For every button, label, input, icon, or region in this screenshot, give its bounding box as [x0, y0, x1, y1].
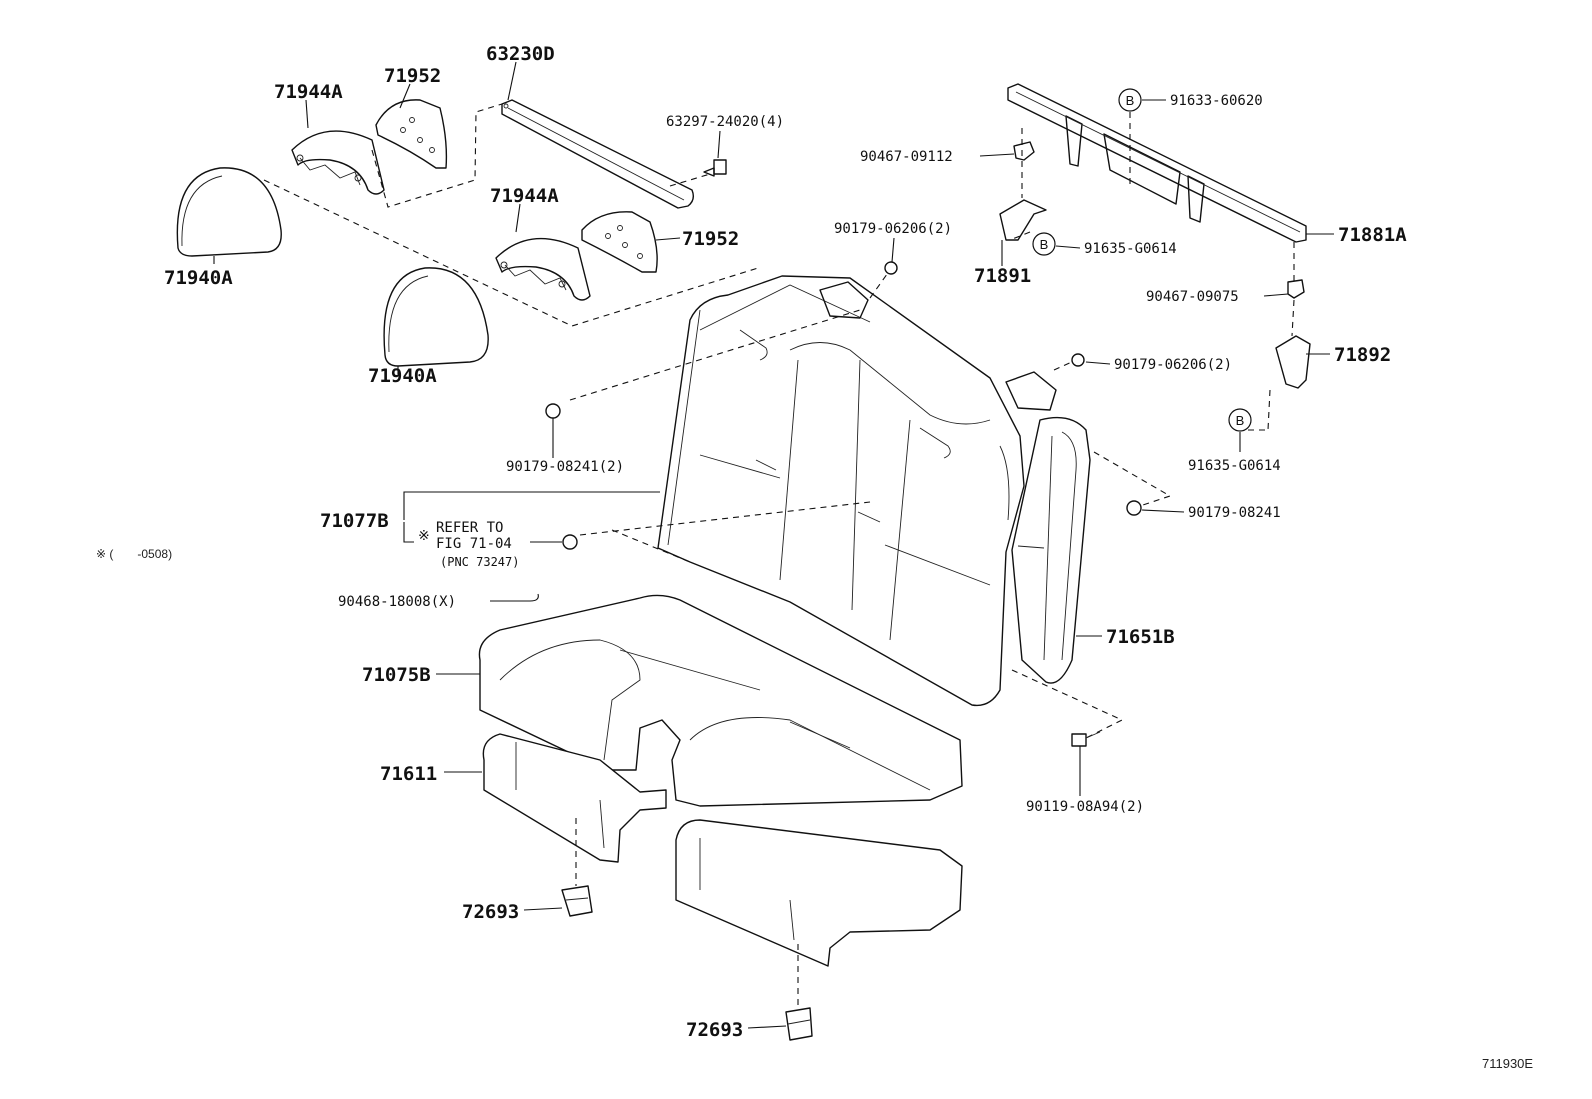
label-71892: 71892 [1334, 344, 1391, 366]
label-71611: 71611 [380, 763, 437, 785]
label-71952-2: 71952 [682, 228, 739, 250]
label-90179-08241-a: 90179-08241(2) [506, 459, 624, 475]
cover-71952-2 [581, 211, 658, 273]
svg-text:B: B [1236, 413, 1245, 428]
bracket-71892 [1275, 335, 1311, 389]
clip-90467-09112 [1013, 141, 1035, 161]
refer-line-3: (PNC 73247) [440, 555, 519, 569]
headrest-support-71944A-2 [495, 237, 591, 301]
label-72693-1: 72693 [462, 901, 519, 923]
label-71891: 71891 [974, 265, 1031, 287]
seatback-71077B [657, 275, 1025, 707]
clip-72693-1 [561, 885, 593, 917]
label-71075B: 71075B [362, 664, 431, 686]
side-bolster-71651B [1011, 416, 1091, 684]
label-71881A: 71881A [1338, 224, 1407, 246]
label-90179-06206-a: 90179-06206(2) [834, 221, 952, 237]
label-90467-09112: 90467-09112 [860, 149, 953, 165]
headrest-71940A-left [176, 167, 282, 257]
figure-id: 711930E [1482, 1056, 1533, 1071]
label-90467-09075: 90467-09075 [1146, 289, 1239, 305]
label-71077B: 71077B [320, 510, 389, 532]
label-71940A-2: 71940A [368, 365, 437, 387]
nut-90179-08241-a [545, 403, 561, 419]
label-90119: 90119-08A94(2) [1026, 799, 1144, 815]
headrest-support-71944A-1 [291, 130, 385, 195]
note-text: ※ ( -0508) [96, 547, 172, 561]
nut-90179-06206-a [884, 261, 898, 275]
pad-71611 [482, 733, 963, 967]
svg-text:B: B [1040, 237, 1049, 252]
bolt-90119 [1071, 731, 1101, 747]
circle-b-marker-1: B [1118, 88, 1142, 112]
clip-72693-2 [785, 1007, 813, 1041]
label-71944A-2: 71944A [490, 185, 559, 207]
bolt-63297 [703, 159, 727, 177]
brace-71881A [1007, 83, 1307, 243]
refer-line-1: REFER TO [436, 520, 503, 536]
label-91635-b: 91635-G0614 [1188, 458, 1281, 474]
bracket-71891 [999, 199, 1047, 241]
cushion-cover-71075B [478, 594, 963, 807]
circle-b-marker-3: B [1228, 408, 1252, 432]
label-90179-06206-b: 90179-06206(2) [1114, 357, 1232, 373]
label-71940A-1: 71940A [164, 267, 233, 289]
clip-90467-09075 [1287, 279, 1305, 299]
nut-refer [562, 534, 578, 550]
label-71952-1: 71952 [384, 65, 441, 87]
rail-63230D [501, 99, 695, 209]
label-71651B: 71651B [1106, 626, 1175, 648]
cover-71952-1 [375, 99, 448, 169]
label-63297: 63297-24020(4) [666, 114, 784, 130]
headrest-71940A-center [383, 267, 489, 367]
nut-90179-08241-b [1126, 500, 1142, 516]
label-91633-60620: 91633-60620 [1170, 93, 1263, 109]
label-63230D: 63230D [486, 43, 555, 65]
label-71944A-1: 71944A [274, 81, 343, 103]
nut-90179-06206-b [1071, 353, 1085, 367]
refer-line-2: FIG 71-04 [436, 536, 512, 552]
label-91635-a: 91635-G0614 [1084, 241, 1177, 257]
label-90468: 90468-18008(X) [338, 594, 456, 610]
bracket-top-right [1005, 371, 1057, 411]
circle-b-marker-2: B [1032, 232, 1056, 256]
svg-text:B: B [1126, 93, 1135, 108]
refer-mark: ※ [418, 528, 430, 544]
label-72693-2: 72693 [686, 1019, 743, 1041]
label-90179-08241-b: 90179-08241 [1188, 505, 1281, 521]
bracket-top-left [819, 281, 869, 319]
